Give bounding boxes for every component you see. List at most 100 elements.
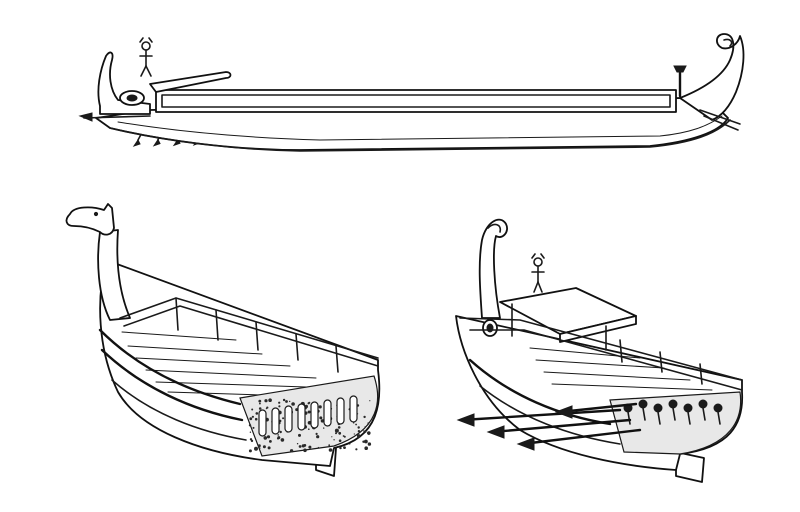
galley-bow-cutwater: [703, 115, 739, 131]
stern-figure: [139, 37, 153, 77]
cut-speckle: [342, 435, 345, 437]
galley-stern-post: [97, 51, 151, 115]
cut-speckle: [268, 398, 272, 403]
oar-port: [323, 399, 332, 427]
galley-oar-blade: [132, 139, 141, 147]
cut-speckle: [289, 400, 291, 403]
cut-speckle: [277, 434, 280, 436]
cut-speckle: [282, 398, 286, 402]
cut-speckle: [355, 423, 357, 426]
cut-speckle: [258, 447, 261, 450]
section-a-oar-ports: [258, 395, 358, 437]
rower-body: [717, 411, 721, 425]
section-b-oars: [456, 402, 642, 451]
cut-speckle: [367, 431, 371, 435]
cut-speckle: [267, 446, 271, 450]
section-b-stern-post: [478, 218, 508, 319]
rower-head: [713, 403, 723, 413]
oar-port: [258, 409, 267, 437]
cut-speckle: [291, 402, 295, 406]
cut-speckle: [269, 440, 272, 443]
oar-port: [297, 403, 306, 431]
oar-port: [310, 401, 319, 429]
cut-speckle: [289, 449, 294, 453]
cut-speckle: [307, 402, 310, 405]
section-b-figure: [531, 253, 545, 293]
cut-speckle: [249, 417, 253, 421]
cut-speckle: [250, 439, 254, 443]
cut-speckle: [357, 430, 361, 433]
cut-speckle: [363, 430, 365, 432]
cut-speckle: [353, 433, 355, 435]
cut-speckle: [364, 430, 367, 433]
galley-wale-line: [117, 115, 723, 141]
section-a-strake-mid: [100, 348, 244, 422]
oar-port: [284, 405, 293, 433]
cut-speckle: [301, 444, 305, 448]
cut-speckle: [356, 434, 361, 438]
galley-bow-volute: [723, 38, 733, 47]
cut-speckle: [318, 405, 322, 409]
section-b-rower-heads: [623, 399, 723, 425]
cut-speckle: [251, 415, 254, 418]
section-b-strake-upper: [468, 358, 612, 426]
cut-speckle: [355, 448, 358, 451]
cut-speckle: [367, 442, 372, 446]
cut-speckle: [277, 436, 281, 440]
cut-speckle: [343, 446, 346, 449]
cut-speckle: [331, 436, 333, 438]
cut-speckle: [315, 432, 318, 435]
cut-speckle: [338, 431, 342, 435]
rower-body: [657, 411, 661, 425]
cut-speckle: [279, 430, 282, 434]
rower-body: [687, 411, 691, 425]
section-b-rail-inner: [469, 329, 743, 391]
galley-bow-ornament: [673, 65, 687, 73]
section-a-rail-inner: [123, 305, 379, 367]
rower-body: [642, 407, 646, 421]
horse-head-figurehead: [65, 203, 115, 236]
cut-speckle: [252, 426, 255, 429]
cut-speckle: [334, 428, 339, 433]
galley-bow-ram: [699, 109, 741, 125]
galley-side-elevation: [78, 33, 745, 152]
cut-speckle: [337, 426, 341, 429]
cut-speckle: [338, 439, 342, 443]
cut-speckle: [357, 426, 360, 429]
cut-speckle: [363, 415, 366, 419]
cut-speckle: [348, 443, 351, 445]
section-a-strake-lower: [111, 379, 247, 441]
cut-speckle: [266, 406, 269, 409]
cut-speckle: [333, 439, 335, 441]
cut-speckle: [317, 446, 319, 449]
section-b-strake-lower: [479, 385, 621, 445]
cut-speckle: [282, 417, 285, 420]
cut-speckle: [249, 431, 252, 433]
cut-speckle: [248, 449, 252, 453]
section-a-strake-upper: [98, 328, 242, 406]
cut-speckle: [258, 407, 262, 410]
cut-speckle: [364, 426, 366, 428]
cut-speckle: [248, 424, 252, 427]
galley-stern-eye-pupil: [126, 94, 138, 102]
cut-speckle: [254, 446, 258, 451]
cut-speckle: [280, 438, 285, 442]
cut-speckle: [304, 444, 306, 446]
cut-speckle: [368, 433, 370, 436]
cut-speckle: [263, 436, 268, 440]
cut-speckle: [251, 408, 254, 411]
cut-speckle: [254, 417, 258, 421]
rower-head: [653, 403, 663, 413]
galley-stern-ram: [83, 115, 151, 119]
cut-speckle: [298, 433, 301, 437]
cut-speckle: [298, 445, 302, 448]
galley-keel-line: [109, 119, 731, 152]
section-b-stern-volute: [487, 223, 502, 233]
galley-stern-platform: [149, 71, 232, 93]
rower-head: [698, 399, 708, 409]
cut-speckle: [303, 448, 307, 453]
cut-speckle: [262, 445, 266, 449]
cut-speckle: [364, 446, 369, 451]
